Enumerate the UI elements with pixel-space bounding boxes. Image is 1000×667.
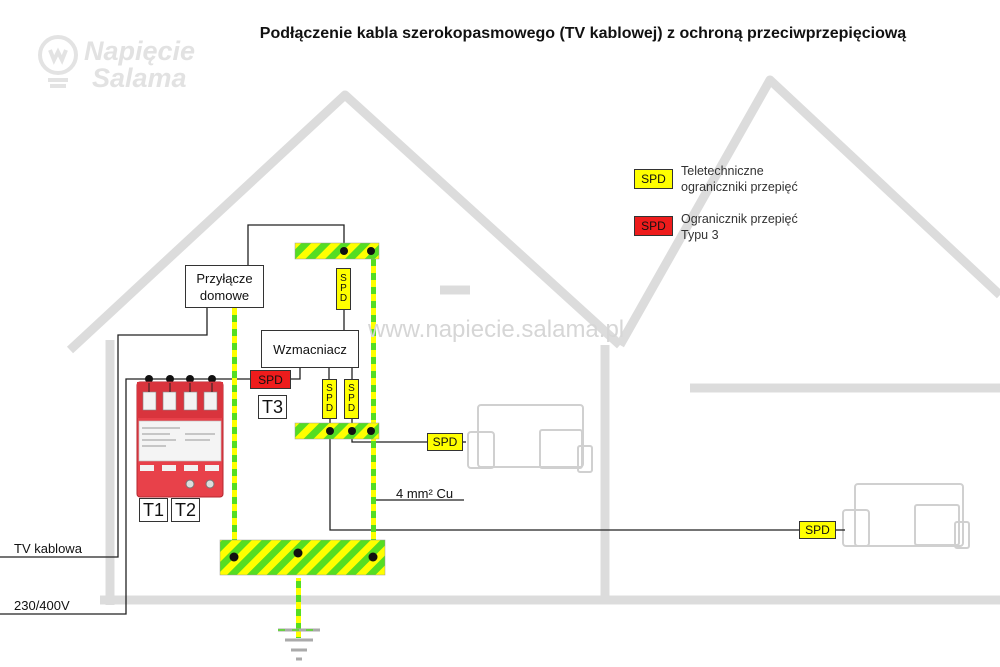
spd-tv2: SPD: [799, 521, 836, 539]
spd-type3-red: SPD: [250, 370, 291, 389]
watermark: www.napiecie.salama.pl: [368, 316, 625, 343]
legend-type3-line2: Typu 3: [681, 228, 719, 242]
spd-tv1: SPD: [427, 433, 463, 451]
spd-letter: S: [340, 273, 347, 284]
legend-badge-type3: SPD: [634, 216, 673, 236]
type-t2-label: T2: [171, 498, 200, 522]
spd-letter: S: [326, 383, 333, 394]
house-connection-box: Przyłącze domowe: [185, 265, 264, 308]
logo-line2: Salama: [92, 63, 187, 93]
busbar-middle: [294, 422, 380, 440]
surge-arrester-device: [136, 381, 224, 498]
spd-letter: P: [340, 283, 347, 294]
house-outline: [66, 75, 1000, 605]
legend-badge-telecom: SPD: [634, 169, 673, 189]
type-t3-label: T3: [258, 395, 287, 419]
power-label: 230/400V: [14, 598, 70, 613]
logo-line1: Napięcie: [84, 36, 196, 66]
type-t1-label: T1: [139, 498, 168, 522]
spd-letter: D: [325, 403, 334, 414]
busbar-top: [294, 242, 380, 260]
tv-cable-label: TV kablowa: [14, 541, 82, 556]
monitor-devices-icon: [467, 404, 593, 473]
spd-vertical-top: S P D: [336, 268, 351, 310]
pe-conductors: [232, 258, 376, 638]
legend-telecom-line2: ograniczniki przepięć: [681, 180, 798, 194]
spd-letter: D: [347, 403, 356, 414]
main-earthing-bar: [219, 539, 386, 576]
monitor-devices-icon-2: [842, 483, 970, 549]
spd-letter: P: [348, 393, 355, 404]
amplifier-box: Wzmacniacz: [261, 330, 359, 368]
wires: [0, 224, 845, 615]
legend-text-type3: Ogranicznik przepięć Typu 3: [681, 211, 798, 243]
diagram-title: Podłączenie kabla szerokopasmowego (TV k…: [259, 25, 907, 42]
junction-dots: [145, 247, 378, 562]
legend-telecom-line1: Teletechniczne: [681, 164, 764, 178]
house-connection-line2: domowe: [199, 287, 250, 303]
logo-icon: [38, 35, 78, 88]
spd-letter: D: [339, 293, 348, 304]
house-connection-line1: Przyłącze: [196, 270, 253, 286]
cable-label: 4 mm² Cu: [396, 486, 454, 501]
spd-vertical-left: S P D: [322, 379, 337, 419]
legend-type3-line1: Ogranicznik przepięć: [681, 212, 798, 226]
spd-vertical-right: S P D: [344, 379, 359, 419]
legend-text-telecom: Teletechniczne ograniczniki przepięć: [681, 163, 798, 195]
logo-text: Napięcie Salama: [84, 38, 195, 92]
spd-letter: P: [326, 393, 333, 404]
spd-letter: S: [348, 383, 355, 394]
